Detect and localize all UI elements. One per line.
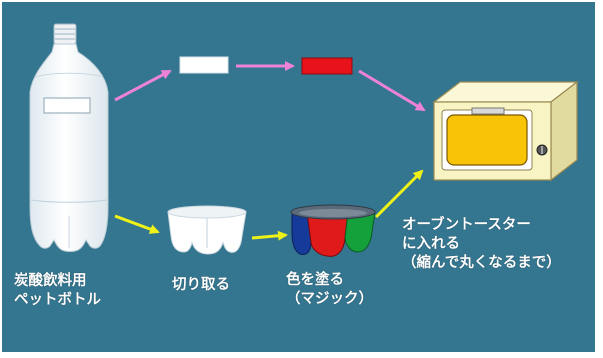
paint-label-line-1: 色を塗る bbox=[286, 272, 344, 288]
bottle-label: 炭酸飲料用 ペットボトル bbox=[14, 272, 101, 310]
oven-label: オーブントースター に入れる （縮んで丸くなるまで） bbox=[402, 216, 561, 273]
bottle-label-line-2: ペットボトル bbox=[14, 292, 101, 308]
red-strip-icon bbox=[301, 57, 353, 75]
pet-bottle-icon bbox=[29, 23, 109, 252]
arrow-painted-to-oven bbox=[374, 169, 424, 219]
white-strip-icon bbox=[179, 56, 229, 74]
oven-label-line-1: オーブントースター bbox=[402, 217, 531, 233]
diagram-panel bbox=[2, 2, 595, 352]
arrow-bottle-to-strip bbox=[114, 69, 172, 102]
oven-label-line-2: に入れる bbox=[402, 236, 460, 252]
paint-label: 色を塗る （マジック） bbox=[286, 271, 373, 309]
oven-label-line-3: （縮んで丸くなるまで） bbox=[402, 255, 561, 271]
bottle-label-line-1: 炭酸飲料用 bbox=[14, 273, 87, 289]
painted-cup-icon bbox=[290, 204, 376, 257]
cut-label: 切り取る bbox=[172, 276, 230, 295]
toaster-oven-icon bbox=[432, 80, 579, 182]
paint-label-line-2: （マジック） bbox=[286, 291, 373, 307]
cut-label-line-1: 切り取る bbox=[172, 277, 230, 293]
arrow-bottle-to-cup bbox=[114, 214, 160, 234]
cut-bottle-bottom-icon bbox=[167, 205, 247, 255]
arrow-cup-to-painted bbox=[251, 230, 288, 241]
arrow-red-to-oven bbox=[358, 69, 426, 112]
